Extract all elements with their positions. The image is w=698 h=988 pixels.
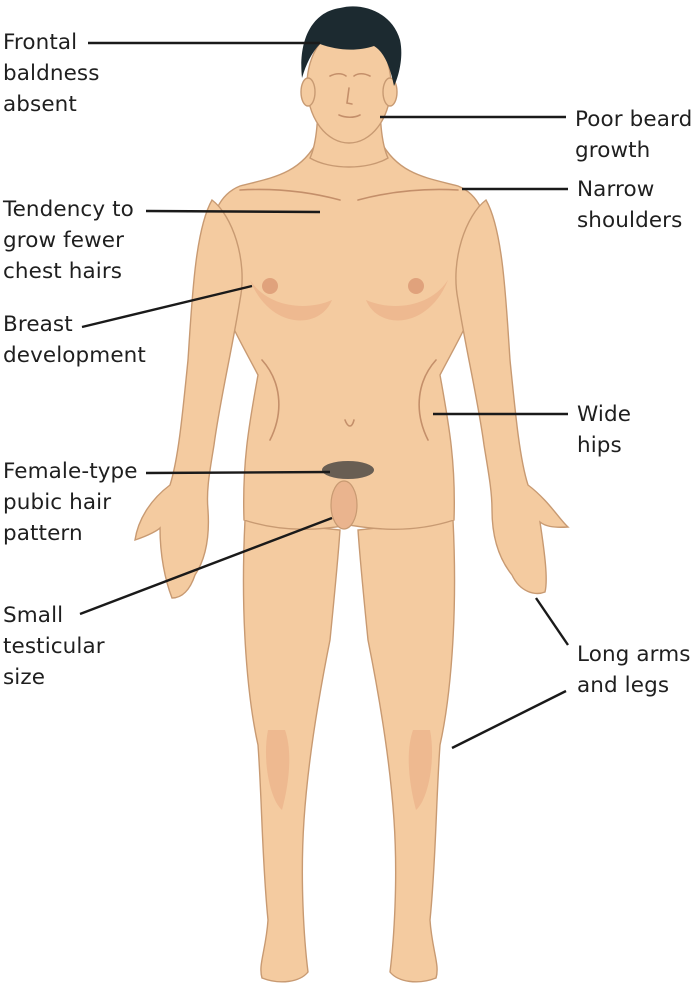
label-narrow-shoulders: Narrow shoulders [577, 177, 683, 233]
leader-breast [81, 284, 253, 329]
leader-chest-hair [145, 209, 321, 214]
leader-testicular [79, 516, 333, 616]
human-figure [134, 6, 570, 983]
pubic-hair [322, 461, 374, 479]
label-testicular: Small testicular size [3, 603, 105, 690]
label-chest-hair: Tendency to grow fewer chest hairs [3, 197, 134, 284]
label-frontal-baldness: Frontal baldness absent [3, 30, 100, 117]
label-breast: Breast development [3, 312, 146, 368]
leader-lines [79, 41, 569, 750]
hair [301, 6, 402, 87]
label-poor-beard: Poor beard growth [575, 107, 693, 163]
label-wide-hips: Wide hips [577, 402, 632, 458]
leader-long-arms [535, 597, 569, 646]
leader-long-legs [451, 689, 567, 750]
label-long-limbs: Long arms and legs [577, 642, 691, 698]
leader-pubic-hair [145, 470, 331, 475]
label-pubic-hair: Female-type pubic hair pattern [3, 459, 138, 546]
